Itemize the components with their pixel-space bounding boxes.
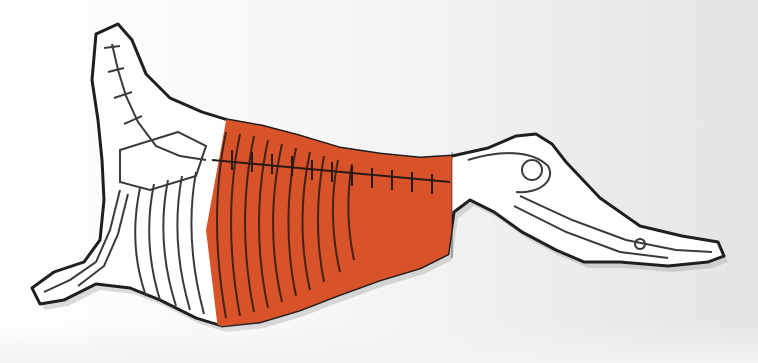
highlighted-cut-region bbox=[206, 110, 452, 330]
